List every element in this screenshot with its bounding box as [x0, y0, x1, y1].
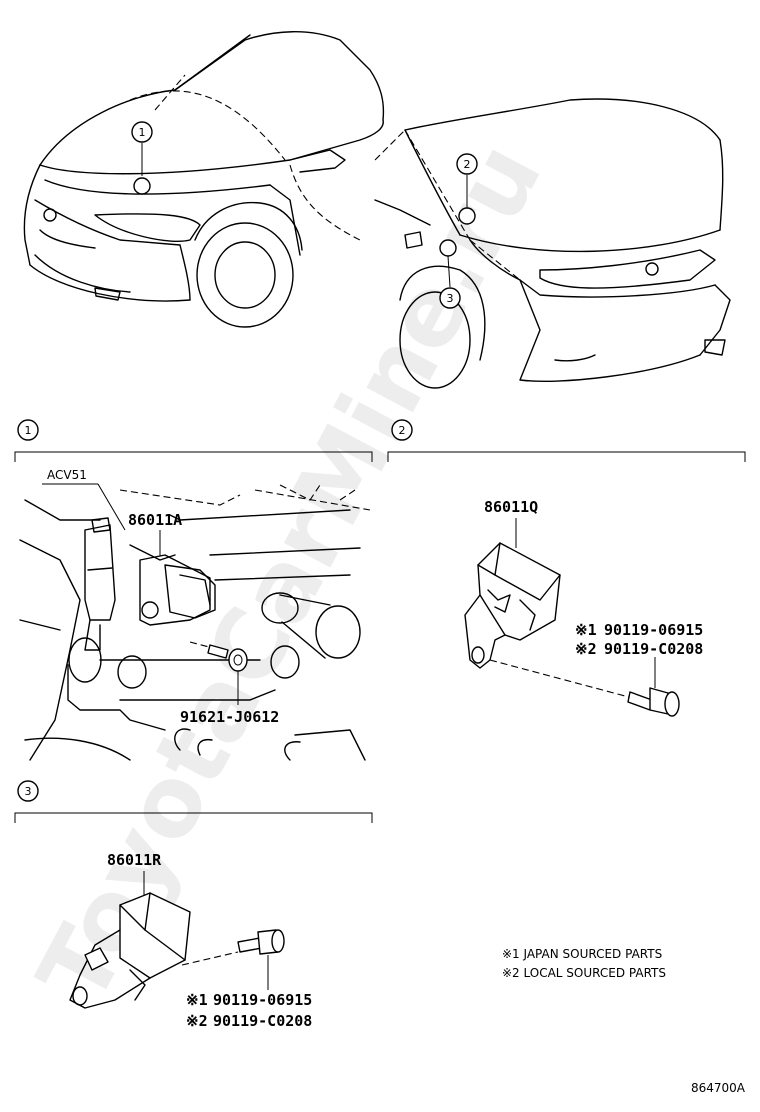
callout-2-label: 2 [464, 158, 471, 171]
part-q-90119-06915[interactable]: 90119-06915 [604, 621, 703, 639]
bolt-r-mark-1: ※1 [186, 991, 208, 1009]
sensor-86011Q-illustration [464, 542, 561, 669]
part-r-90119-06915[interactable]: 90119-06915 [213, 991, 312, 1009]
part-86011R[interactable]: 86011R [107, 851, 162, 869]
part-q-90119-C0208[interactable]: 90119-C0208 [604, 640, 703, 658]
section-2-badge [391, 419, 413, 441]
part-86011Q[interactable]: 86011Q [484, 498, 538, 516]
front-car-illustration [23, 31, 385, 328]
section-1-number: 1 [25, 424, 32, 437]
section-2-number: 2 [399, 424, 406, 437]
diagram-id: 864700A [691, 1081, 746, 1095]
part-91621-J0612[interactable]: 91621-J0612 [180, 708, 279, 726]
bolt-90119-r [237, 929, 285, 955]
bolt-r-mark-2: ※2 [186, 1012, 208, 1030]
section-1-bracket [14, 451, 373, 462]
model-label: ACV51 [47, 468, 87, 482]
section-1-badge [17, 419, 39, 441]
sensor-86011R-illustration [69, 892, 191, 1009]
legend-japan-sourced: ※1 JAPAN SOURCED PARTS [502, 947, 662, 961]
bolt-q-mark-1: ※1 [575, 621, 597, 639]
bolt-q-mark-2: ※2 [575, 640, 597, 658]
engine-bay-illustration [19, 484, 371, 761]
rear-location-marker-2 [458, 207, 476, 225]
callout-3-label: 3 [447, 292, 454, 305]
bolt-90119-q [627, 687, 680, 717]
part-r-90119-C0208[interactable]: 90119-C0208 [213, 1012, 312, 1030]
callout-1-label: 1 [139, 126, 146, 139]
section-3-badge [17, 780, 39, 802]
rear-location-marker-3 [439, 239, 457, 257]
part-86011A[interactable]: 86011A [128, 511, 182, 529]
legend-local-sourced: ※2 LOCAL SOURCED PARTS [502, 966, 666, 980]
section-2-bracket [387, 451, 746, 462]
section-3-number: 3 [25, 785, 32, 798]
section-3-bracket [14, 812, 373, 823]
rear-car-illustration [374, 98, 731, 389]
front-location-marker [133, 177, 151, 195]
